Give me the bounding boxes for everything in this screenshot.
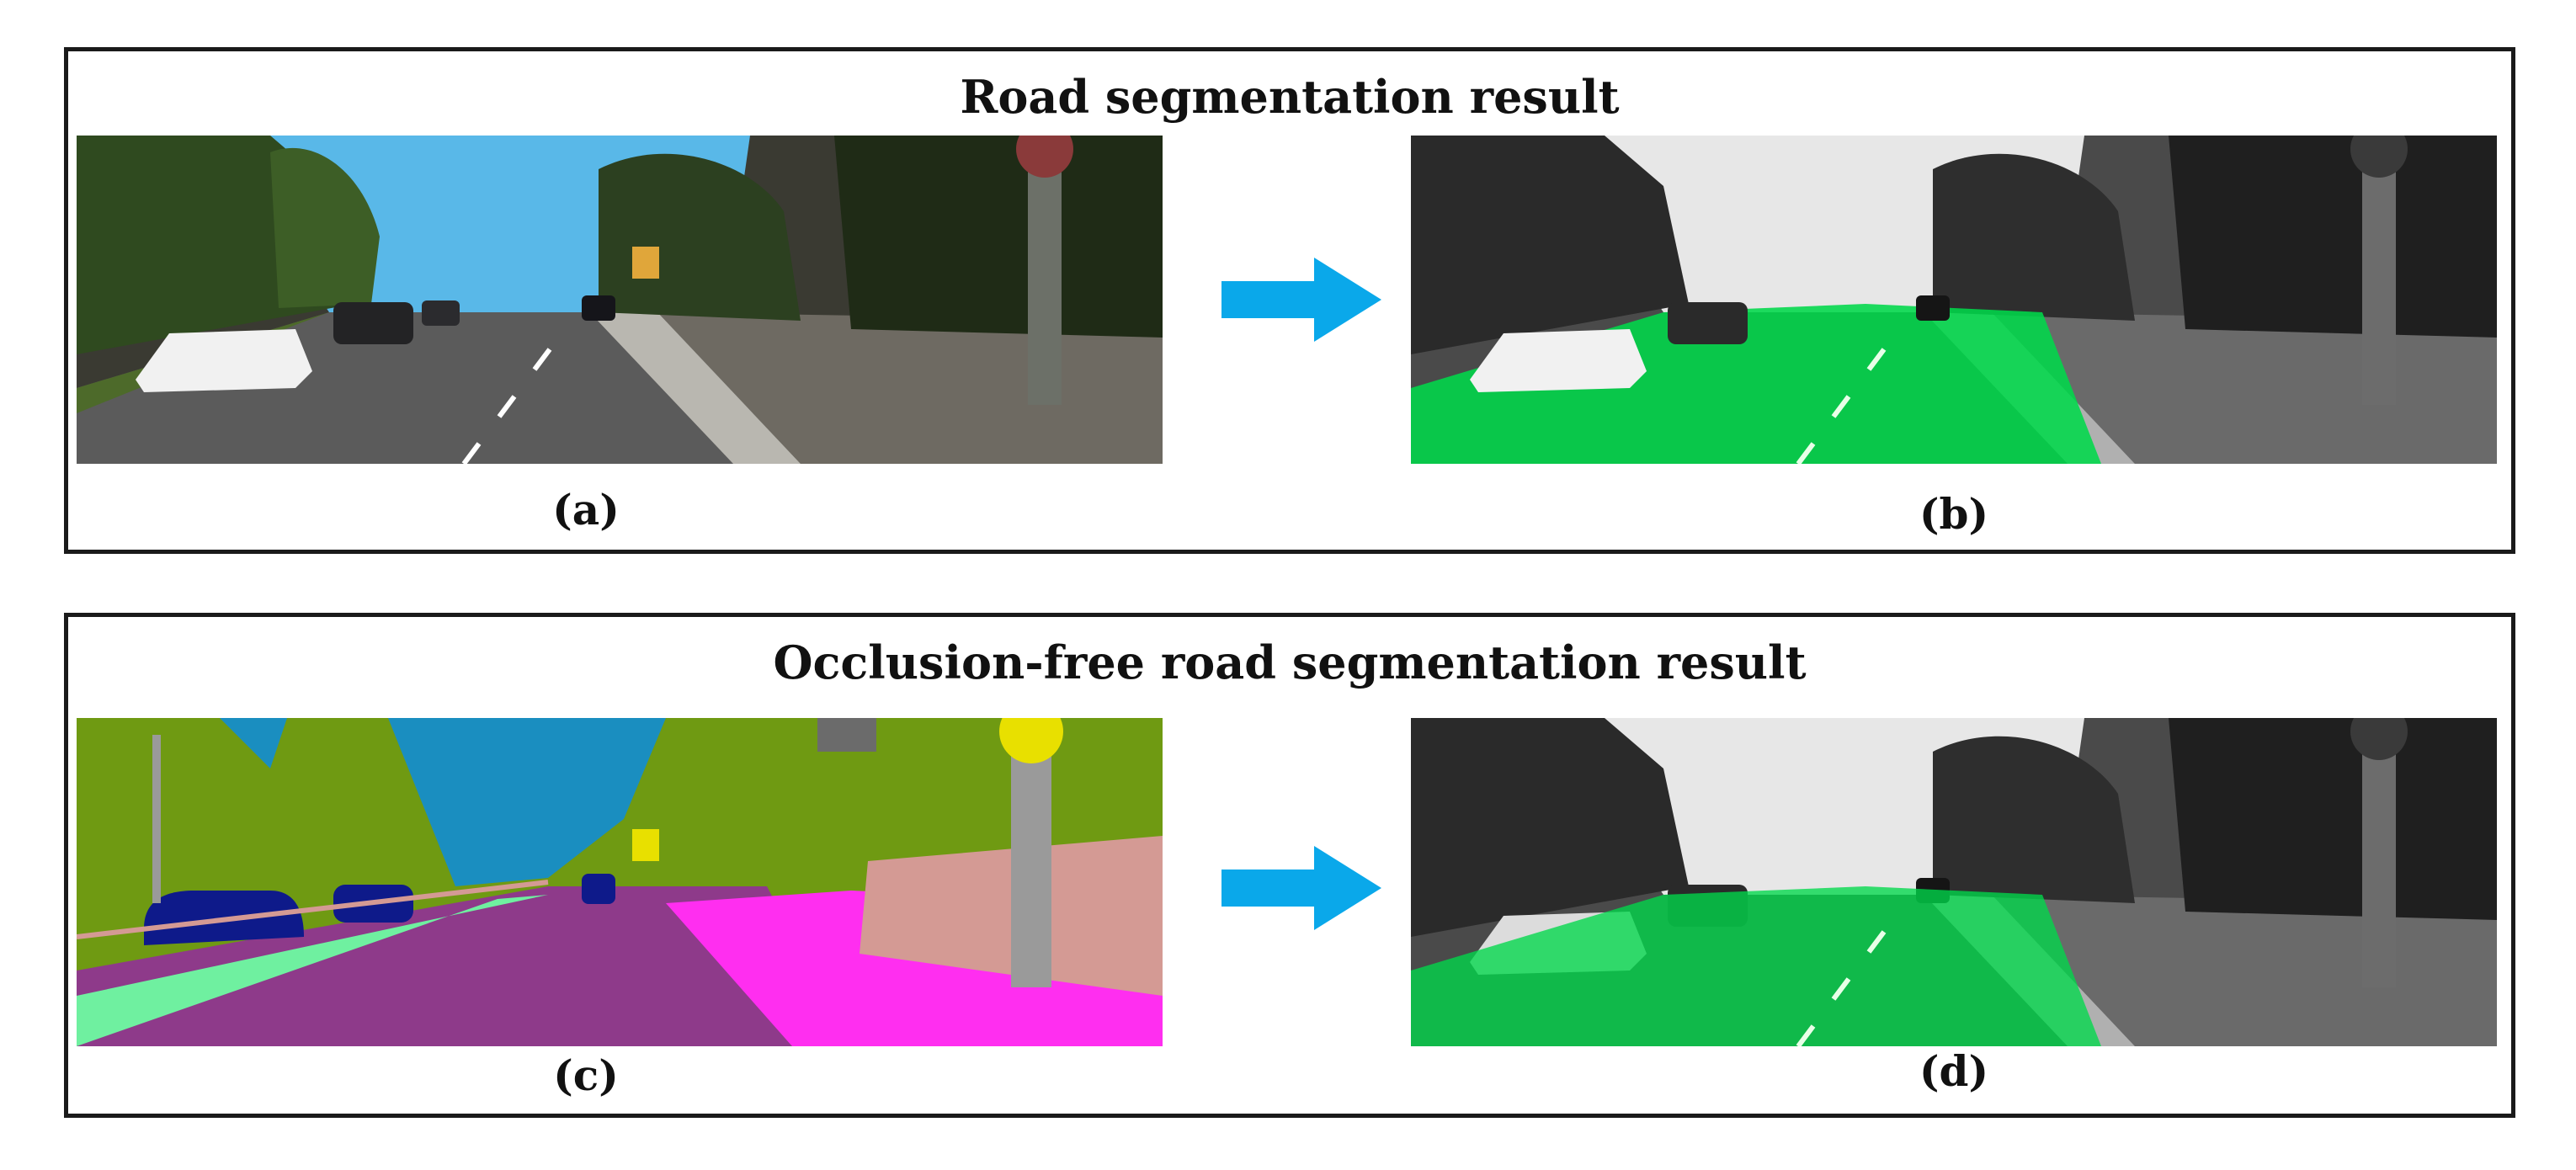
rgb-street-image bbox=[77, 136, 1163, 464]
caption-c: (c) bbox=[553, 1050, 619, 1100]
right-arrow-icon bbox=[1221, 846, 1381, 930]
semantic-segmentation-image bbox=[77, 718, 1163, 1046]
right-arrow-icon bbox=[1221, 258, 1381, 342]
road-segmentation-panel: Road segmentation result bbox=[64, 47, 2515, 554]
caption-b: (b) bbox=[1919, 489, 1989, 539]
occlusion-free-segmentation-panel: Occlusion-free road segmentation result bbox=[64, 613, 2515, 1118]
road-mask bbox=[1411, 886, 2101, 1046]
caption-d: (d) bbox=[1919, 1046, 1989, 1096]
road-overlay-image bbox=[1411, 136, 2497, 464]
occlusion-free-overlay-image bbox=[1411, 718, 2497, 1046]
panel-title: Occlusion-free road segmentation result bbox=[773, 636, 1807, 689]
panel-title: Road segmentation result bbox=[960, 70, 1620, 124]
caption-a: (a) bbox=[552, 485, 620, 534]
